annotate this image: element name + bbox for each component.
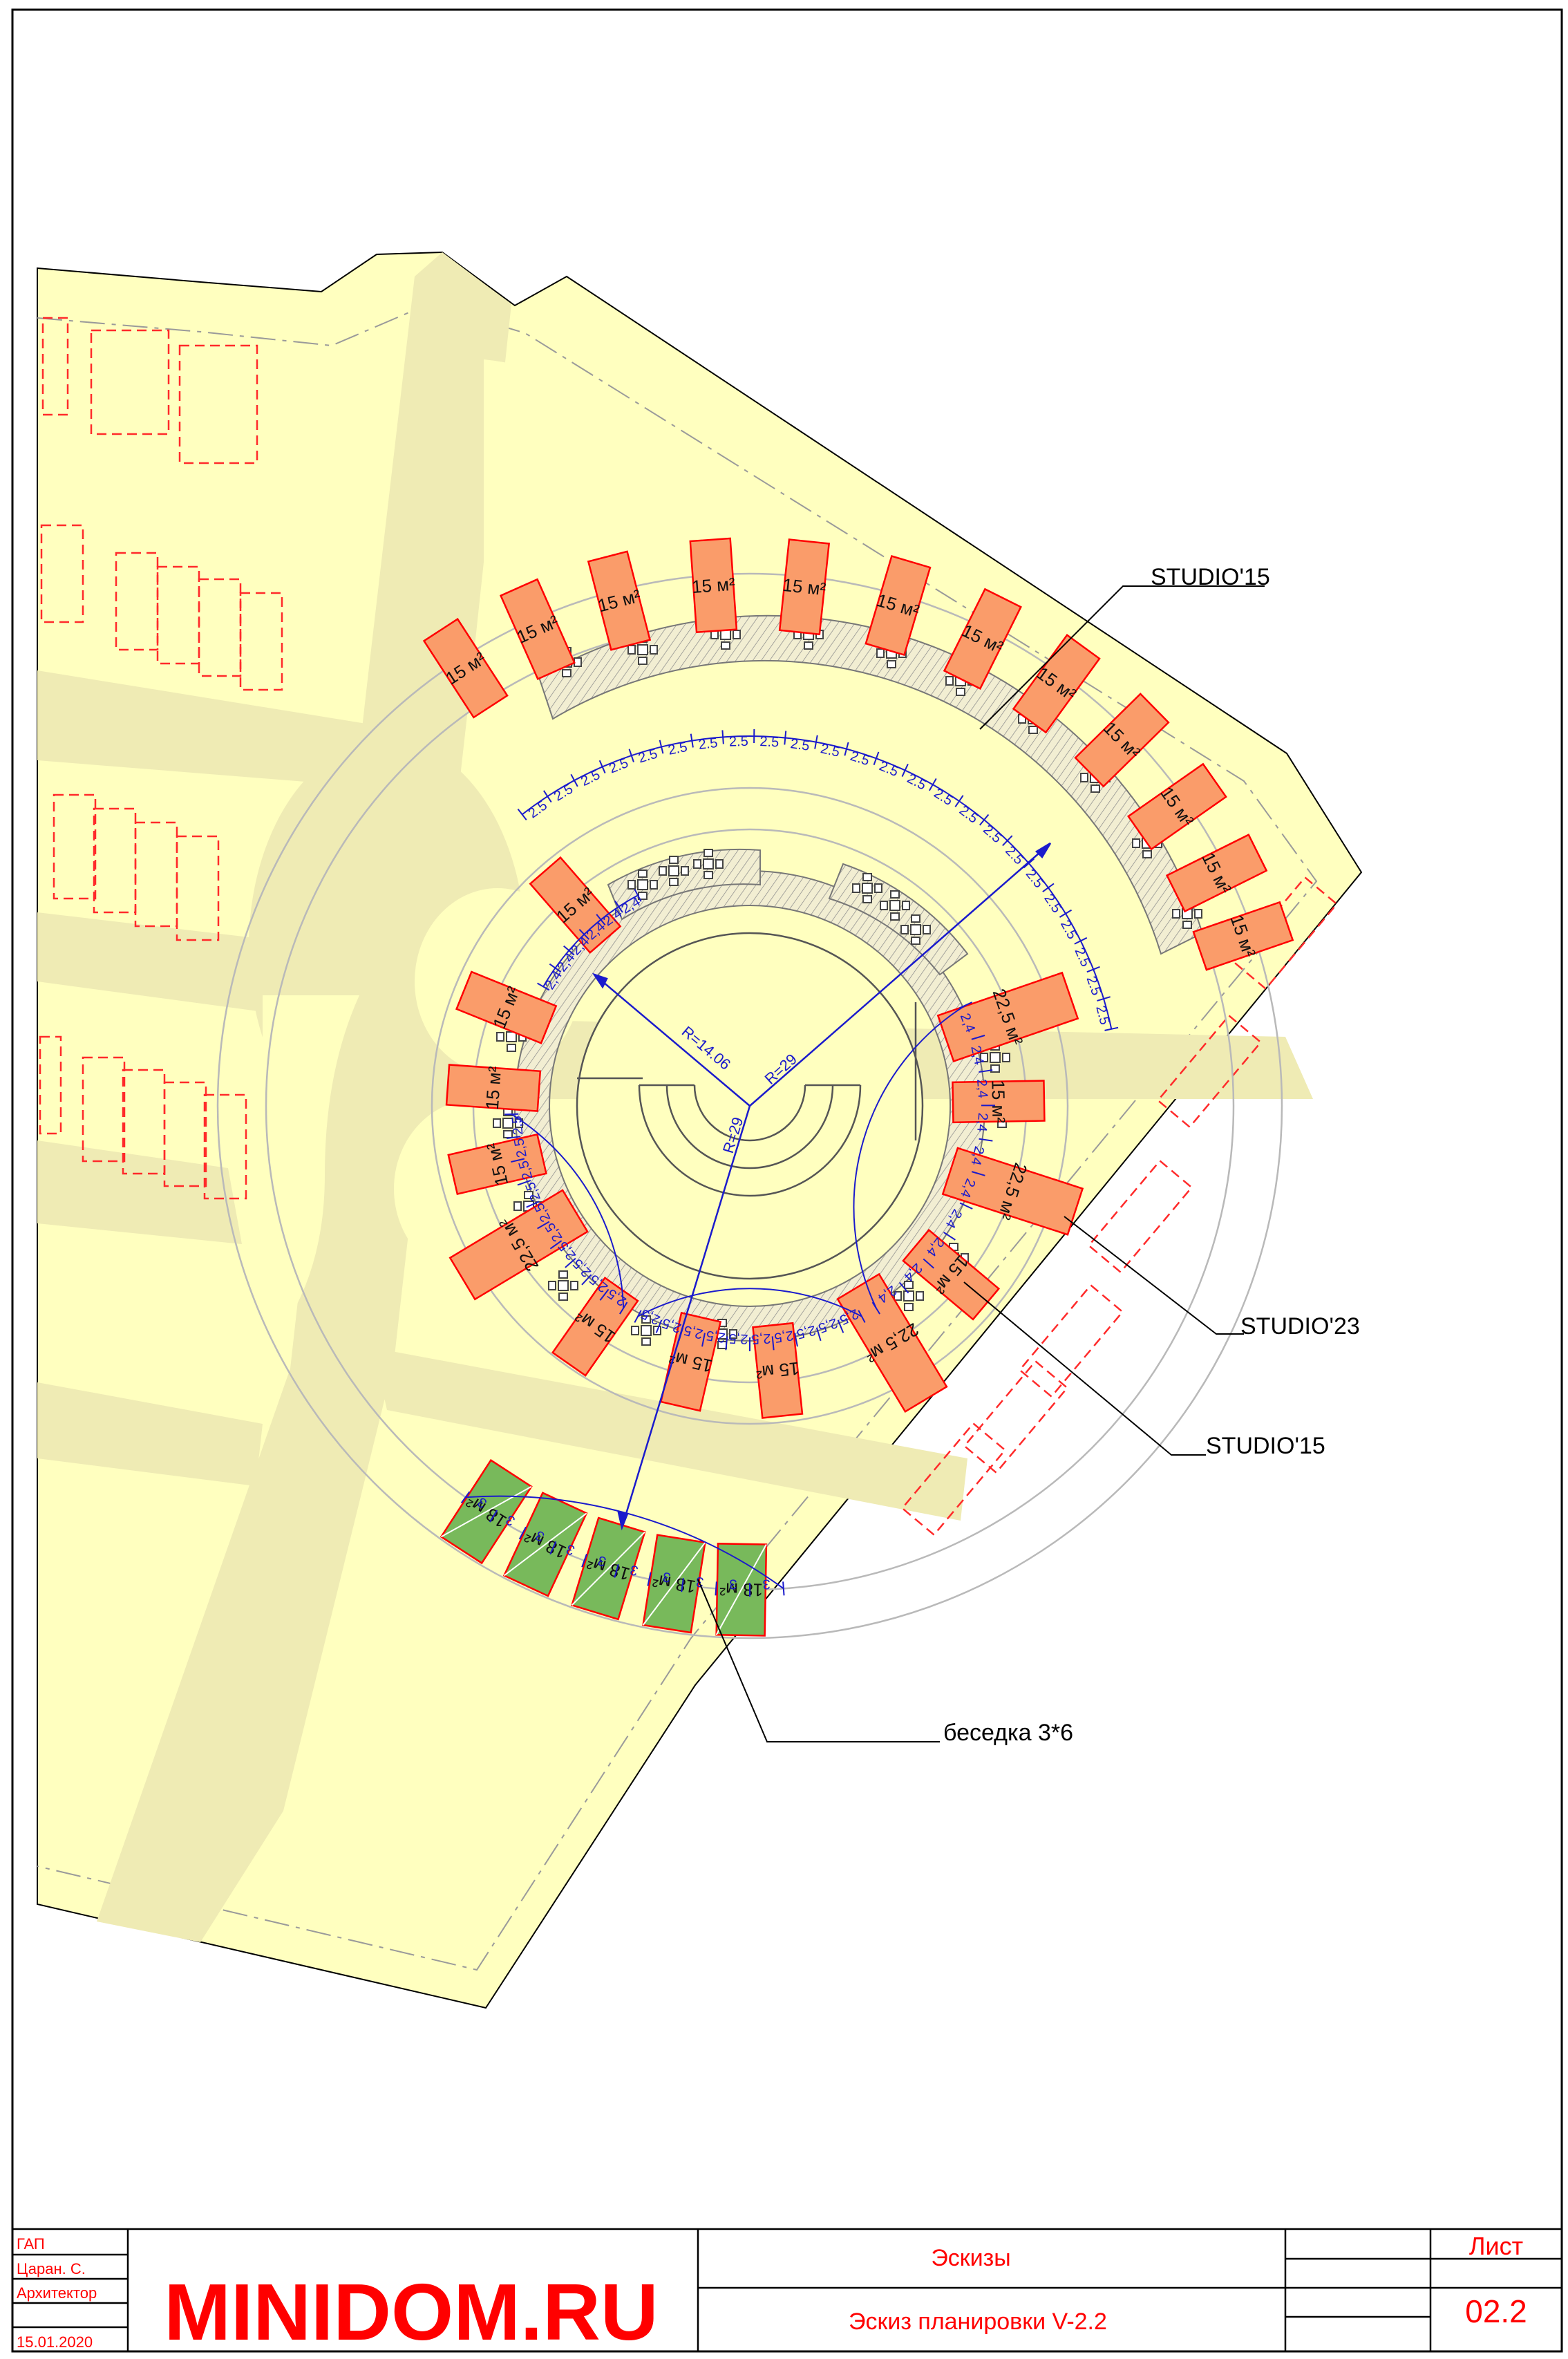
- dim-outer-chain-8: 2.5: [729, 734, 748, 750]
- callout-studio23: STUDIO'23: [1240, 1313, 1360, 1340]
- studio-inner-11: 22,5 м²: [941, 1147, 1084, 1236]
- tb-role-gap: ГАП: [17, 2235, 45, 2253]
- studio-inner-6: 15 м²: [551, 1277, 639, 1377]
- studio-top-1: 15 м²: [422, 617, 509, 719]
- studio-top-9: 15 м²: [1074, 693, 1170, 788]
- setback-line: [37, 303, 1318, 1971]
- dim-gazebo-chain-8: 3: [695, 1574, 704, 1590]
- studio-inner-2: 15 м²: [455, 970, 558, 1044]
- dim-gazebo-chain-7: 3: [661, 1569, 672, 1586]
- studio-inner-8-label: 15 м²: [755, 1358, 800, 1383]
- studio-top-10: 15 м²: [1127, 762, 1227, 851]
- logo-minidom: MINIDOM.RU: [164, 2267, 658, 2357]
- dim-gazebo-chain-10: 3: [762, 1576, 771, 1591]
- dim-outer-chain-6: 2.5: [667, 740, 689, 758]
- tb-sheet-label: Лист: [1469, 2232, 1523, 2260]
- tb-role-arch: Архитектор: [17, 2284, 97, 2302]
- existing-parking: [39, 317, 1339, 1536]
- dim-inner-left-b-1: 2,5: [509, 1115, 526, 1136]
- title-block: [11, 2228, 1563, 2353]
- dim-inner-bottom-5: 2,5: [728, 1331, 748, 1346]
- gazebo-4: 18 м²: [642, 1534, 706, 1634]
- dim-outer-chain-9: 2.5: [759, 734, 780, 750]
- studio-top-12: 15 м²: [1192, 901, 1294, 971]
- studio-top-4: 15 м²: [689, 537, 738, 634]
- radius-lines: [592, 842, 1052, 1531]
- tb-sheet-number: 02.2: [1465, 2293, 1527, 2329]
- studio-inner-4: 15 м²: [447, 1133, 547, 1195]
- dim-inner-right-8: 2,4: [974, 1078, 990, 1098]
- tb-section: Эскизы: [931, 2245, 1010, 2271]
- dim-inner-right-7: 2,4: [974, 1112, 990, 1132]
- callout-studio15-top: STUDIO'15: [1151, 564, 1270, 590]
- studio-top-2: 15 м²: [499, 578, 576, 681]
- gazebo-1: 18 м²: [440, 1458, 533, 1565]
- studio-top-6: 15 м²: [865, 555, 932, 657]
- tb-sheet-title: Эскиз планировки V-2.2: [849, 2309, 1107, 2335]
- dim-inner-bottom-4: 2,5: [705, 1327, 726, 1345]
- studio-inner-8: 15 м²: [752, 1322, 804, 1419]
- studio-top-3: 15 м²: [587, 550, 652, 651]
- studio-inner-12-label: 15 м²: [988, 1080, 1009, 1124]
- studio-inner-1: 15 м²: [529, 856, 622, 955]
- callout-leaders: [697, 585, 1265, 1742]
- gazebo-5: 18 м²: [715, 1543, 768, 1637]
- dim-outer-chain-7: 2.5: [698, 735, 719, 753]
- studio-inner-10: 15 м²: [902, 1228, 1001, 1321]
- studio-top-5-label: 15 м²: [782, 574, 827, 599]
- tb-date: 15.01.2020: [17, 2333, 93, 2351]
- studio-inner-3: 15 м²: [445, 1064, 542, 1112]
- tb-name-gap: Царан. С.: [17, 2260, 86, 2277]
- studio-top-11: 15 м²: [1165, 834, 1268, 913]
- gazebo-3: 18 м²: [571, 1516, 646, 1621]
- dim-gazebo-chain-9: 3: [729, 1576, 737, 1591]
- dim-inner-bottom-6: 2,5: [751, 1331, 771, 1346]
- studio-inner-7: 15 м²: [659, 1311, 722, 1412]
- studio-top-8: 15 м²: [1012, 634, 1101, 734]
- studio-inner-12: 15 м²: [952, 1080, 1046, 1124]
- callout-gazebo: беседка 3*6: [943, 1720, 1073, 1746]
- studio-top-7: 15 м²: [943, 588, 1022, 690]
- studio-top-5: 15 м²: [778, 538, 831, 636]
- studio-inner-5: 22,5 м²: [448, 1189, 589, 1301]
- dim-gazebo-chain-6: 3: [629, 1561, 640, 1578]
- dim-inner-bottom-7: 2,5: [773, 1327, 795, 1345]
- gazebo-5-label: 18 м²: [719, 1579, 764, 1600]
- gazebo-2: 18 м²: [502, 1492, 588, 1597]
- dim-inner-left-b-2: 2,5: [511, 1137, 530, 1158]
- studio-top-4-label: 15 м²: [691, 574, 736, 597]
- studio-inner-3-label: 15 м²: [482, 1065, 505, 1110]
- callout-studio15-right: STUDIO'15: [1206, 1433, 1325, 1459]
- dim-outer-chain-10: 2.5: [789, 736, 811, 754]
- studio-inner-9: 22,5 м²: [836, 1272, 948, 1413]
